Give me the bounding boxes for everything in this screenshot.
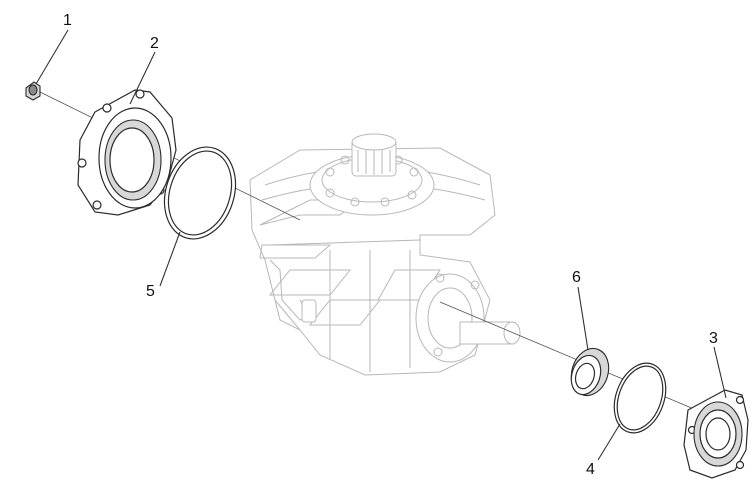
part-4-oring [613, 362, 667, 434]
callout-3: 3 [709, 330, 718, 347]
leader-lines [35, 29, 727, 461]
part-5-oring [163, 146, 237, 240]
part-3-cover [683, 389, 749, 479]
callout-1: 1 [63, 12, 72, 29]
callout-2: 2 [150, 35, 159, 52]
part-2-cover [77, 89, 177, 216]
part-1-bolt [25, 81, 41, 101]
callout-5: 5 [146, 283, 155, 300]
callout-6: 6 [572, 269, 581, 286]
callout-4: 4 [586, 461, 595, 478]
part-6-seal [570, 347, 610, 397]
gearbox-housing [249, 133, 521, 376]
